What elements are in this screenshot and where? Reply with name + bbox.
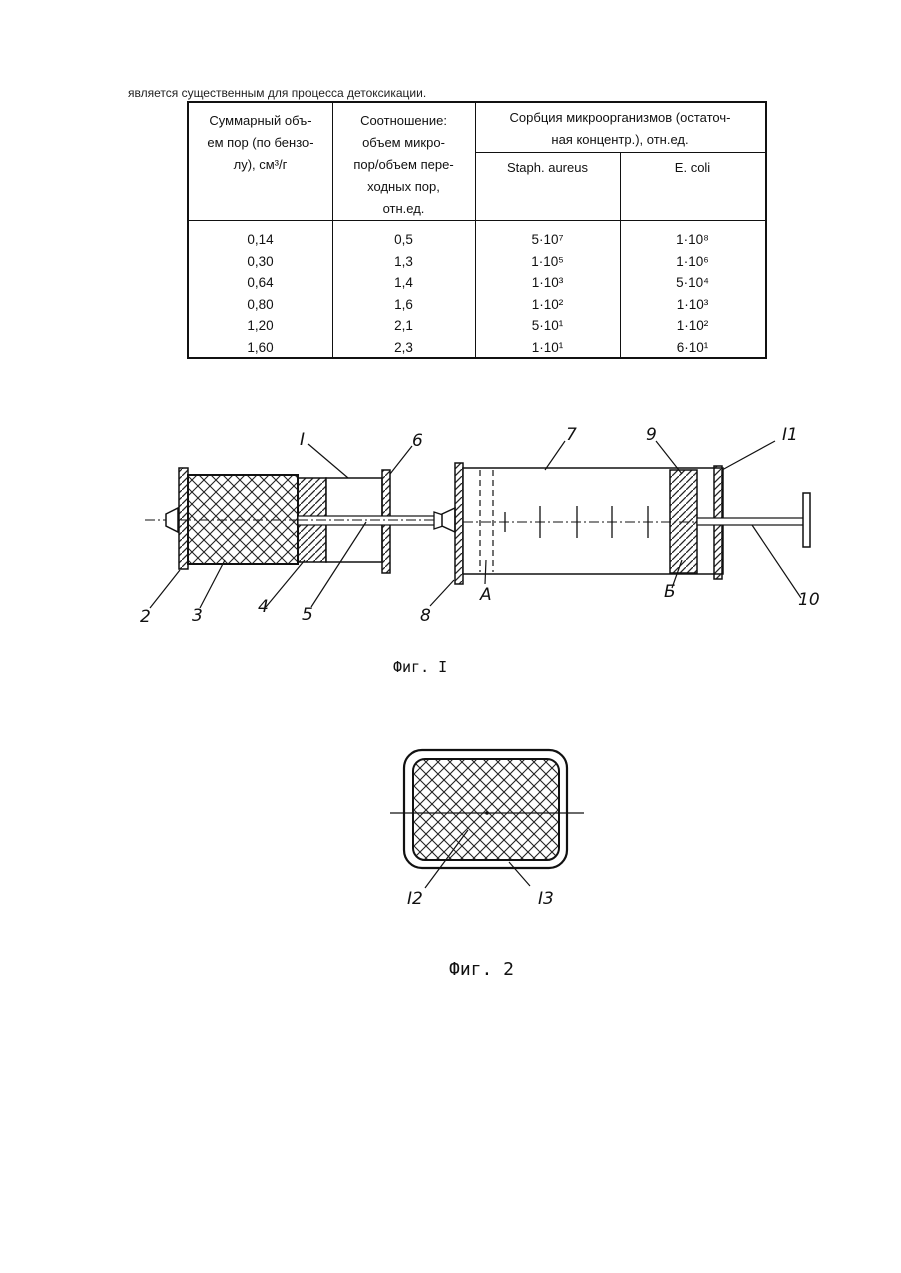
label-3: 3 [192,606,203,626]
fig2-caption: Фиг. 2 [449,959,514,980]
syringe-device [442,463,810,584]
label-6: 6 [412,431,423,451]
label-11: I1 [782,425,798,445]
label-b: Б [664,582,676,602]
label-12: I2 [407,889,423,909]
filter-cartridge [145,468,446,573]
label-2: 2 [140,607,151,627]
label-9: 9 [646,425,657,445]
label-1: I [300,430,305,450]
label-8: 8 [420,606,431,626]
label-10: 10 [798,590,820,610]
label-13: I3 [538,889,554,909]
label-a: А [479,585,492,605]
cross-section [390,750,584,868]
label-5: 5 [302,605,313,625]
fig1-caption: Фиг. I [393,658,447,676]
label-7: 7 [566,425,577,445]
label-4: 4 [258,597,269,617]
